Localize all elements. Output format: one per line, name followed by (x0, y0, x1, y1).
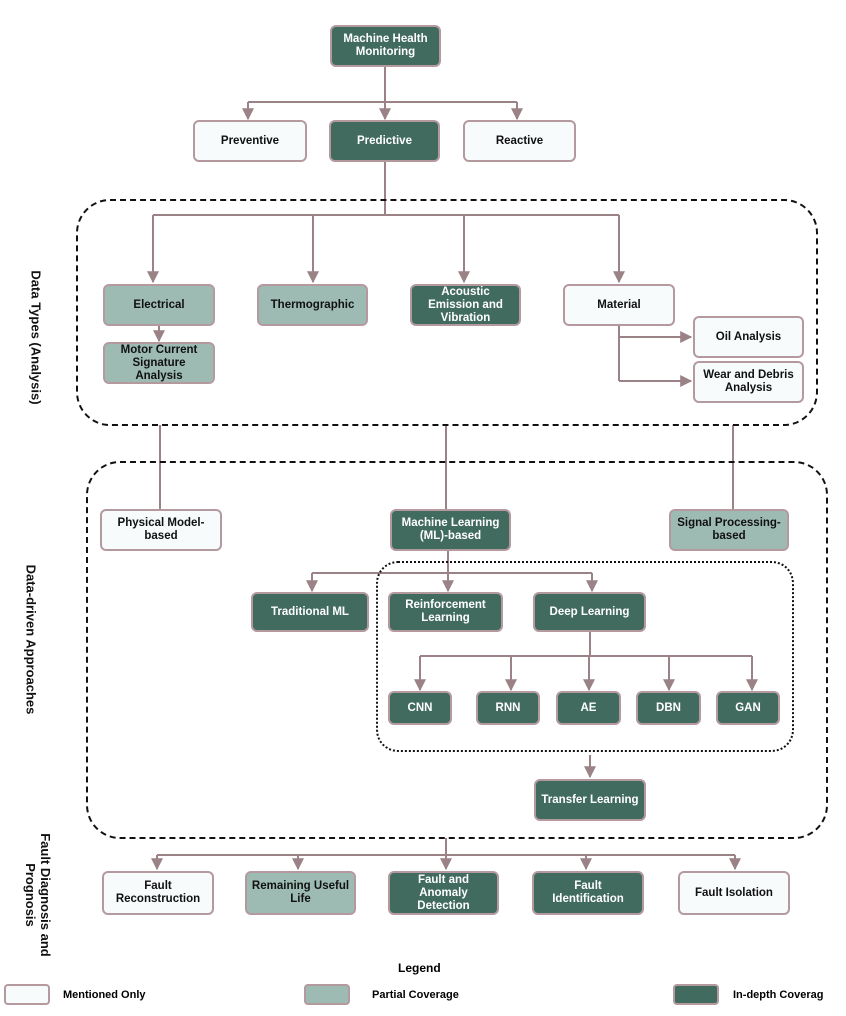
node-predictive: Predictive (329, 120, 440, 162)
data-types-region (76, 199, 818, 426)
node-acoustic-emission-vibration: Acoustic Emission and Vibration (410, 284, 521, 326)
node-gan: GAN (716, 691, 780, 725)
node-preventive: Preventive (193, 120, 307, 162)
node-thermographic: Thermographic (257, 284, 368, 326)
legend-swatch-mentioned (4, 984, 50, 1005)
node-reinforcement-learning: Reinforcement Learning (388, 592, 503, 632)
legend-swatch-indepth (673, 984, 719, 1005)
legend-label-indepth: In-depth Coverag (733, 989, 824, 1001)
fault-diagnosis-label: Fault Diagnosis and Prognosis (23, 833, 53, 957)
node-remaining-useful-life: Remaining Useful Life (245, 871, 356, 915)
node-wear-debris-analysis: Wear and Debris Analysis (693, 361, 804, 403)
legend-swatch-partial (304, 984, 350, 1005)
node-electrical: Electrical (103, 284, 215, 326)
node-motor-current-signature-analysis: Motor Current Signature Analysis (103, 342, 215, 384)
legend-title: Legend (398, 961, 441, 975)
node-physical-model-based: Physical Model-based (100, 509, 222, 551)
legend-label-partial: Partial Coverage (372, 989, 459, 1001)
node-reactive: Reactive (463, 120, 576, 162)
data-driven-region (86, 461, 828, 839)
deep-learning-region (376, 561, 794, 752)
node-machine-health-monitoring: Machine Health Monitoring (330, 25, 441, 67)
node-dbn: DBN (636, 691, 701, 725)
data-types-label: Data Types (Analysis) (28, 270, 44, 405)
node-rnn: RNN (476, 691, 540, 725)
node-signal-processing-based: Signal Processing-based (669, 509, 789, 551)
node-deep-learning: Deep Learning (533, 592, 646, 632)
node-traditional-ml: Traditional ML (251, 592, 369, 632)
node-machine-learning-based: Machine Learning (ML)-based (390, 509, 511, 551)
node-fault-reconstruction: Fault Reconstruction (102, 871, 214, 915)
node-transfer-learning: Transfer Learning (534, 779, 646, 821)
node-cnn: CNN (388, 691, 452, 725)
node-ae: AE (556, 691, 621, 725)
node-fault-anomaly-detection: Fault and Anomaly Detection (388, 871, 499, 915)
legend-label-mentioned: Mentioned Only (63, 989, 146, 1001)
data-driven-label: Data-driven Approaches (23, 564, 39, 715)
node-fault-isolation: Fault Isolation (678, 871, 790, 915)
node-material: Material (563, 284, 675, 326)
node-fault-identification: Fault Identification (532, 871, 644, 915)
node-oil-analysis: Oil Analysis (693, 316, 804, 358)
